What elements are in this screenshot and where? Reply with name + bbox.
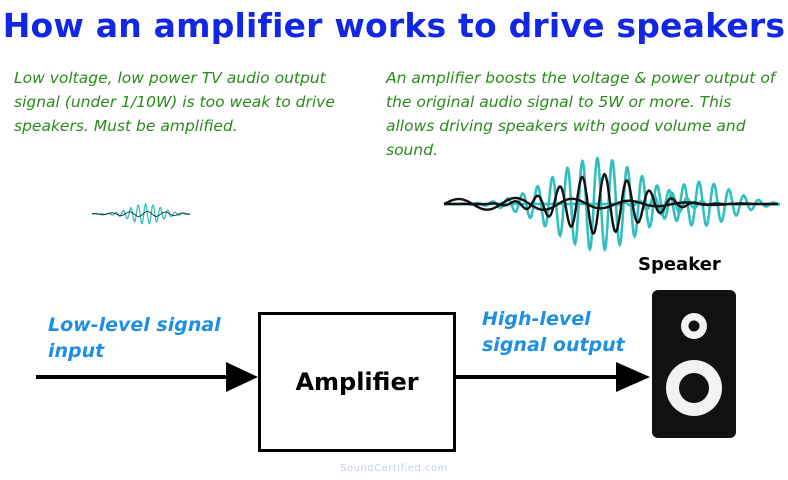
- speaker-icon: [652, 290, 736, 438]
- input-label: Low-level signal input: [48, 314, 221, 362]
- output-label: High-level signal output: [482, 308, 625, 356]
- amplifier-box: Amplifier: [258, 312, 456, 452]
- output-arrow-icon: [456, 362, 650, 392]
- low-level-waveform-icon: [91, 202, 191, 225]
- page-title: How an amplifier works to drive speakers: [2, 6, 786, 45]
- amplifier-label: Amplifier: [295, 368, 419, 396]
- low-signal-note: Low voltage, low power TV audio output s…: [14, 69, 335, 135]
- input-arrow-icon: [36, 362, 258, 392]
- watermark: SoundCertified.com: [340, 463, 448, 474]
- high-level-waveform-icon: [443, 156, 781, 253]
- high-signal-note: An amplifier boosts the voltage & power …: [386, 69, 776, 159]
- speaker-label: Speaker: [638, 254, 721, 275]
